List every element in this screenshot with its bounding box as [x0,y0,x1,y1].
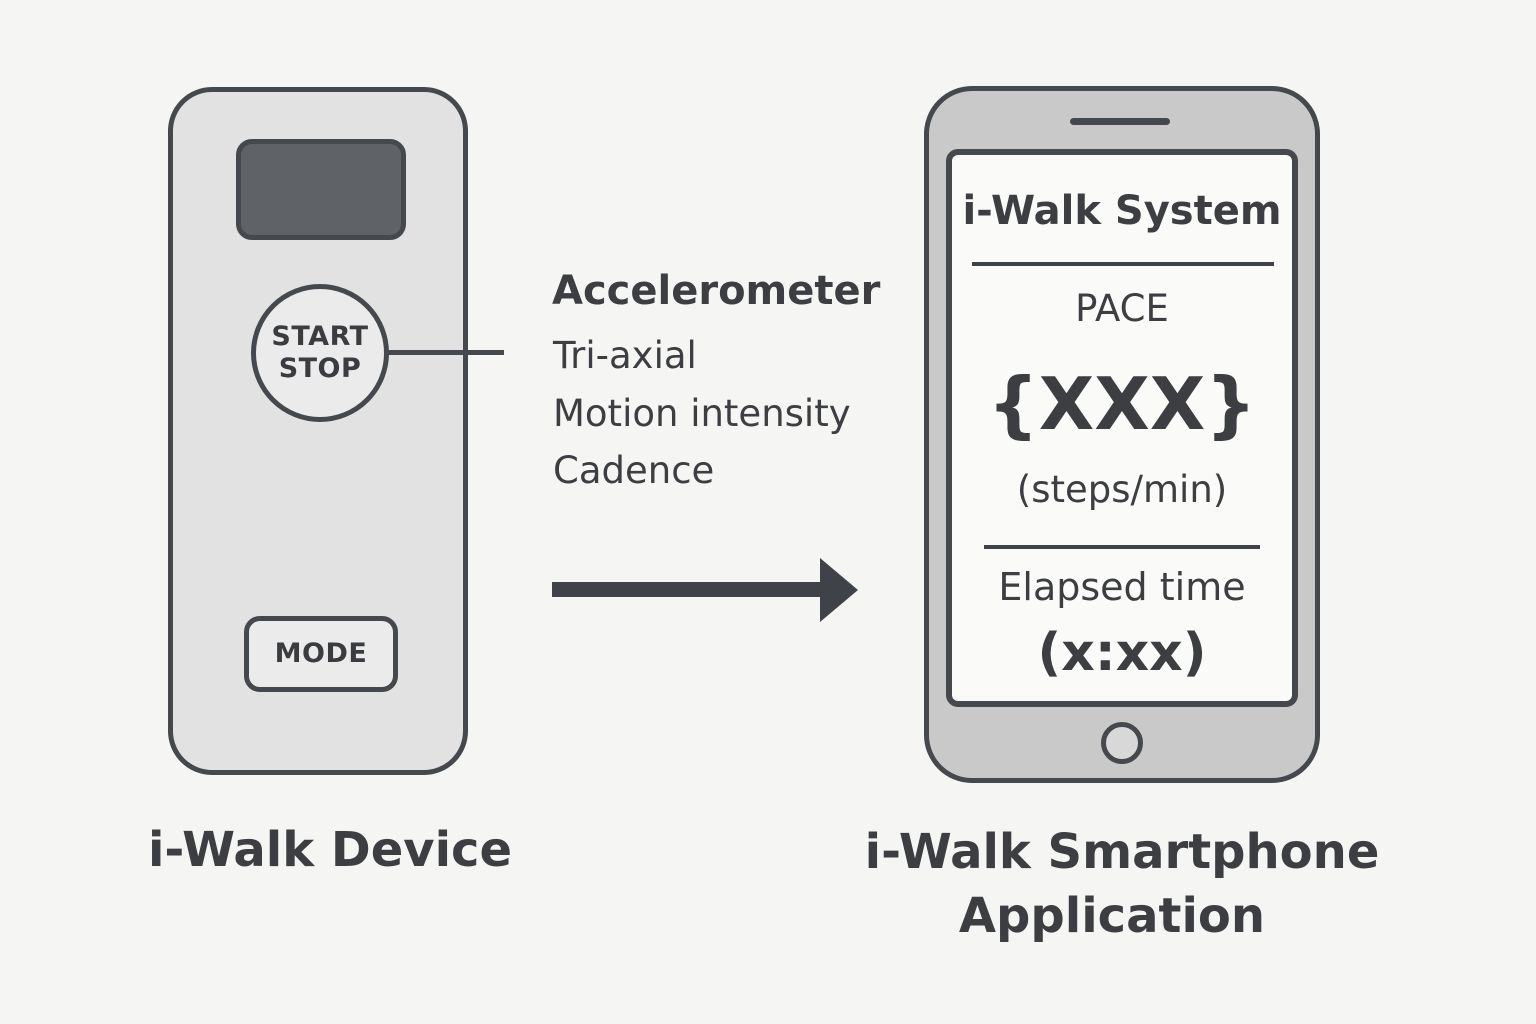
pace-label: PACE [1075,287,1169,330]
stop-label: STOP [278,353,362,384]
phone-screen [946,149,1298,707]
app-caption-line2: Application [958,888,1266,944]
title-divider [972,262,1274,266]
mode-button[interactable]: MODE [244,616,398,692]
arrow-shaft [552,582,824,597]
screen-title: i-Walk System [962,188,1282,234]
mode-label: MODE [274,638,368,669]
elapsed-label: Elapsed time [998,565,1246,609]
device-caption: i-Walk Device [147,822,513,878]
elapsed-value: (x:xx) [1037,623,1207,683]
pace-value: {XXX} [987,362,1257,446]
home-button[interactable] [1101,722,1143,764]
sensor-item-tri-axial: Tri-axial [553,334,697,377]
connector-line [386,350,504,355]
sensor-item-cadence: Cadence [553,449,715,492]
sensor-item-motion-intensity: Motion intensity [553,392,851,435]
speaker-slot [1070,118,1170,125]
start-label: START [271,321,369,352]
arrow-right-icon [820,558,858,622]
app-caption-line1: i-Walk Smartphone [864,824,1380,880]
start-stop-button[interactable]: START STOP [251,284,389,422]
device-display [236,139,406,240]
pace-divider [984,545,1260,549]
sensor-title: Accelerometer [552,268,881,314]
pace-unit: (steps/min) [1016,468,1228,511]
